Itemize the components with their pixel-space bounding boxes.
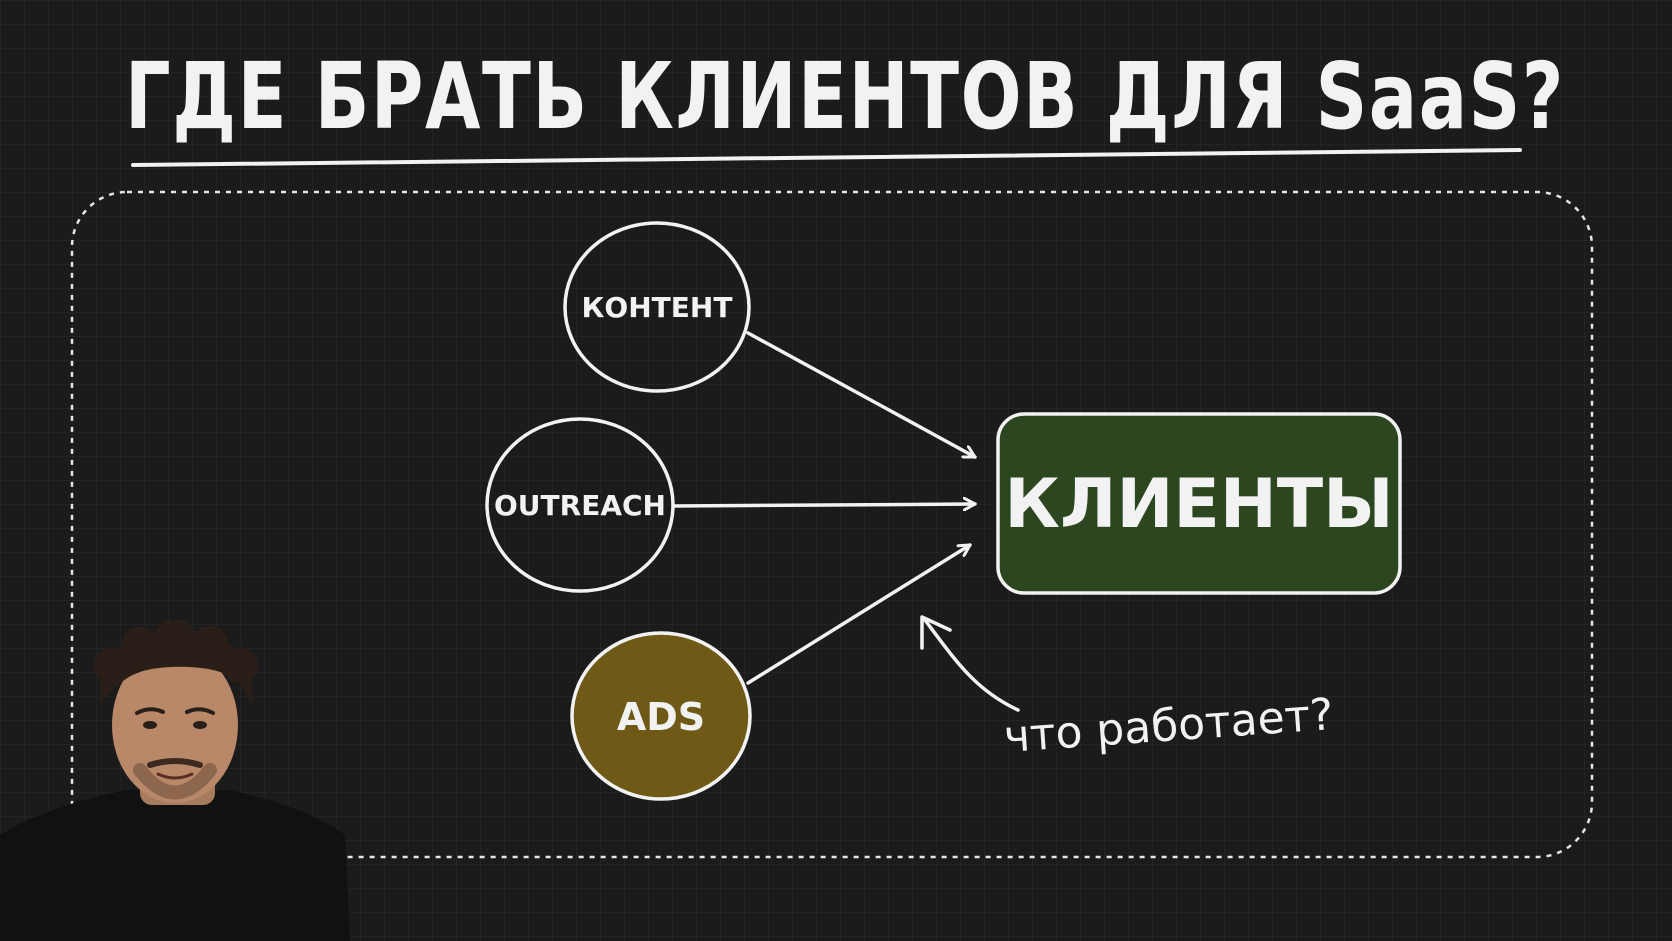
source-node-ads-circle — [570, 631, 752, 801]
target-node-clients-label: КЛИЕНТЫ — [1004, 465, 1393, 544]
source-node-content-circle — [563, 221, 751, 393]
annotation-label: что работает? — [1002, 689, 1335, 763]
source-node-outreach-circle — [485, 417, 675, 593]
arrow-content-to-clients — [746, 331, 977, 459]
target-node-clients: КЛИЕНТЫ — [996, 412, 1402, 595]
arrow-ads-to-clients — [746, 543, 972, 685]
source-node-outreach-label: OUTREACH — [494, 489, 666, 522]
source-node-ads: ADS — [570, 631, 752, 801]
target-node-clients-box — [996, 412, 1402, 595]
source-node-outreach: OUTREACH — [485, 417, 675, 593]
annotation-arrow — [923, 618, 1020, 712]
presenter-face — [112, 647, 238, 803]
page-title: ГДЕ БРАТЬ КЛИЕНТОВ ДЛЯ SaaS? — [125, 43, 1565, 150]
dotted-frame — [70, 190, 1594, 859]
arrow-outreach-to-clients — [671, 504, 977, 506]
annotation-arrowhead — [920, 615, 952, 650]
presenter-photo — [0, 620, 350, 941]
source-node-ads-label: ADS — [617, 695, 705, 739]
presenter-shirt — [0, 790, 350, 941]
title-underline — [131, 148, 1522, 167]
source-node-content-label: КОНТЕНТ — [582, 291, 733, 324]
source-node-content: КОНТЕНТ — [563, 221, 751, 393]
